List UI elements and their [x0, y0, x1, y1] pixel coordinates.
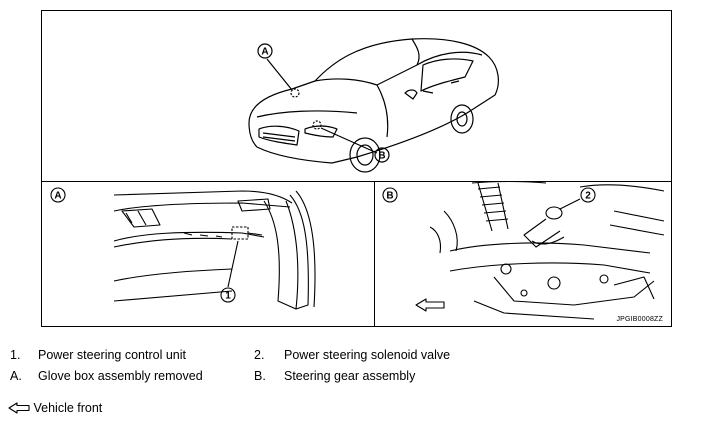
- panel-a-glove-box-illustration: A 1: [50, 187, 316, 310]
- callout-2: 2: [585, 191, 591, 202]
- legend-key-a: A.: [10, 369, 22, 383]
- legend-text-b: Steering gear assembly: [284, 369, 416, 383]
- legend-text-a: Glove box assembly removed: [38, 369, 203, 383]
- outline-left-arrow-icon: [8, 402, 30, 414]
- callout-a: A: [261, 47, 268, 58]
- divider-horizontal: [42, 181, 671, 182]
- legend-text-2: Power steering solenoid valve: [284, 348, 451, 362]
- panel-b-steering-gear-illustration: B 2: [382, 180, 665, 320]
- image-id: JPGIB0008ZZ: [616, 316, 663, 323]
- legend-key-1: 1.: [10, 348, 21, 362]
- diagram-frame: A B: [41, 10, 672, 327]
- vehicle-front-note: Vehicle front: [8, 401, 102, 415]
- callout-1: 1: [225, 291, 231, 302]
- legend-text-1: Power steering control unit: [38, 348, 186, 362]
- vehicle-front-label: Vehicle front: [33, 401, 103, 415]
- panel-a-label: A: [54, 191, 61, 202]
- legend-key-2: 2.: [254, 348, 265, 362]
- panel-b-label: B: [386, 191, 393, 202]
- divider-vertical: [374, 181, 375, 327]
- car-overview-illustration: A B: [248, 38, 499, 173]
- legend-key-b: B.: [254, 369, 266, 383]
- callout-b: B: [378, 151, 385, 162]
